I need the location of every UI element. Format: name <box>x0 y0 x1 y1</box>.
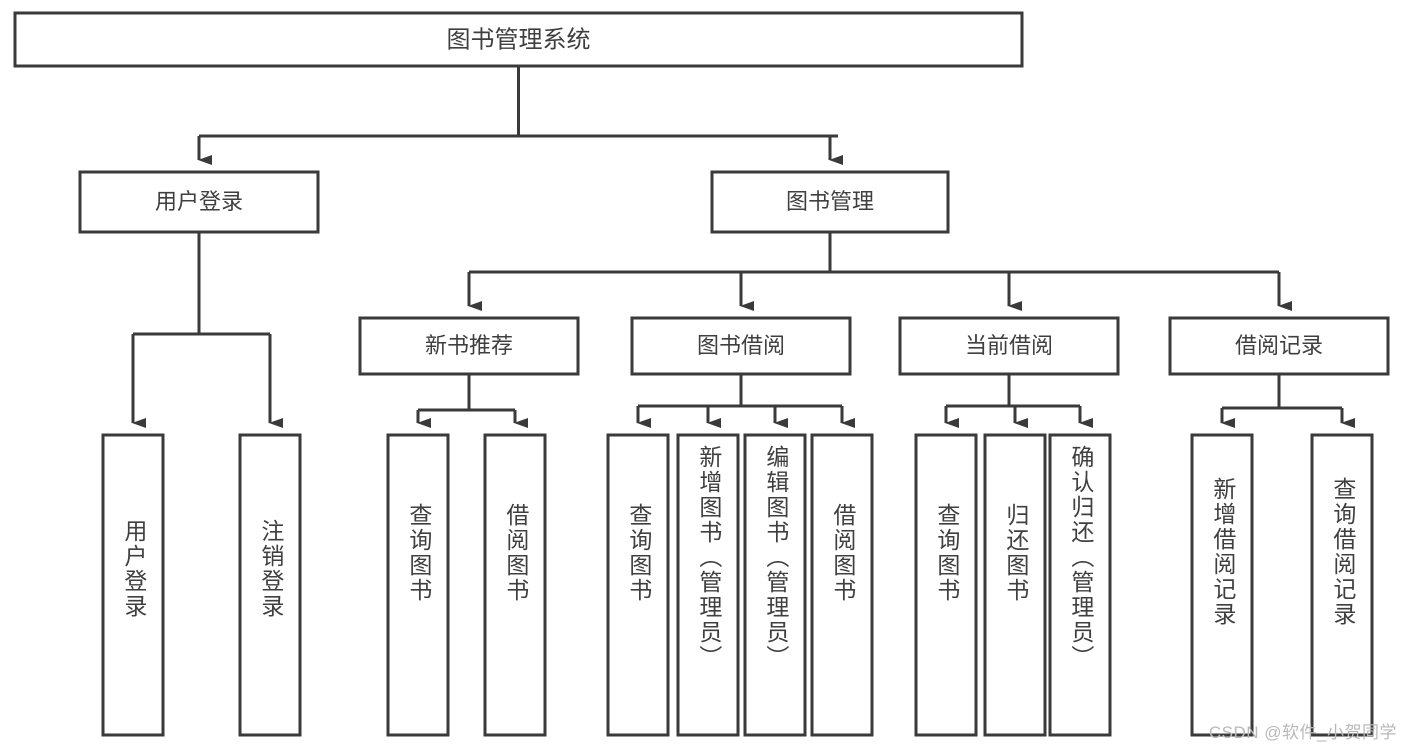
node-borrow-record-box[interactable] <box>1168 316 1390 376</box>
leaf-edit-book-box[interactable] <box>743 433 807 737</box>
node-user-login[interactable]: 用户登录 <box>78 170 320 234</box>
node-current-borrow[interactable]: 当前借阅 <box>898 316 1120 376</box>
node-current-borrow-label: 当前借阅 <box>965 333 1053 358</box>
leaf-query-record-box[interactable] <box>1310 433 1374 737</box>
leaf-borrow-book-rec-box[interactable] <box>483 433 547 737</box>
leaf-query-book-cur-box[interactable] <box>914 433 978 737</box>
node-new-book-rec[interactable]: 新书推荐 <box>358 316 580 376</box>
leaf-add-record-box[interactable] <box>1190 433 1254 737</box>
leaf-confirm-return-box[interactable] <box>1048 433 1112 737</box>
connector-group <box>131 66 1355 428</box>
node-current-borrow-box[interactable] <box>898 316 1120 376</box>
node-new-book-rec-box[interactable] <box>358 316 580 376</box>
leaf-query-book-borrow-box[interactable] <box>606 433 670 737</box>
node-book-manage[interactable]: 图书管理 <box>710 170 950 234</box>
node-user-login-box[interactable] <box>78 170 320 234</box>
leaf-add-book-box[interactable] <box>676 433 740 737</box>
node-book-borrow[interactable]: 图书借阅 <box>630 316 852 376</box>
node-new-book-rec-label: 新书推荐 <box>425 333 513 358</box>
node-book-borrow-box[interactable] <box>630 316 852 376</box>
leaf-logout-box[interactable] <box>238 433 302 737</box>
leaf-box-group <box>101 433 1374 737</box>
node-root-box[interactable] <box>13 11 1024 68</box>
node-borrow-record[interactable]: 借阅记录 <box>1168 316 1390 376</box>
leaf-return-book-box[interactable] <box>983 433 1047 737</box>
leaf-user-login-box[interactable] <box>101 433 165 737</box>
node-borrow-record-label: 借阅记录 <box>1235 333 1323 358</box>
csdn-watermark: CSDN @软件_小贺同学 <box>1208 723 1397 742</box>
node-root-label: 图书管理系统 <box>447 26 591 53</box>
node-root[interactable]: 图书管理系统 <box>13 11 1024 68</box>
leaf-borrow-book-box[interactable] <box>810 433 874 737</box>
node-book-manage-box[interactable] <box>710 170 950 234</box>
node-book-manage-label: 图书管理 <box>786 189 874 214</box>
node-user-login-label: 用户登录 <box>155 189 243 214</box>
leaf-query-book-rec-box[interactable] <box>386 433 450 737</box>
node-book-borrow-label: 图书借阅 <box>697 333 785 358</box>
